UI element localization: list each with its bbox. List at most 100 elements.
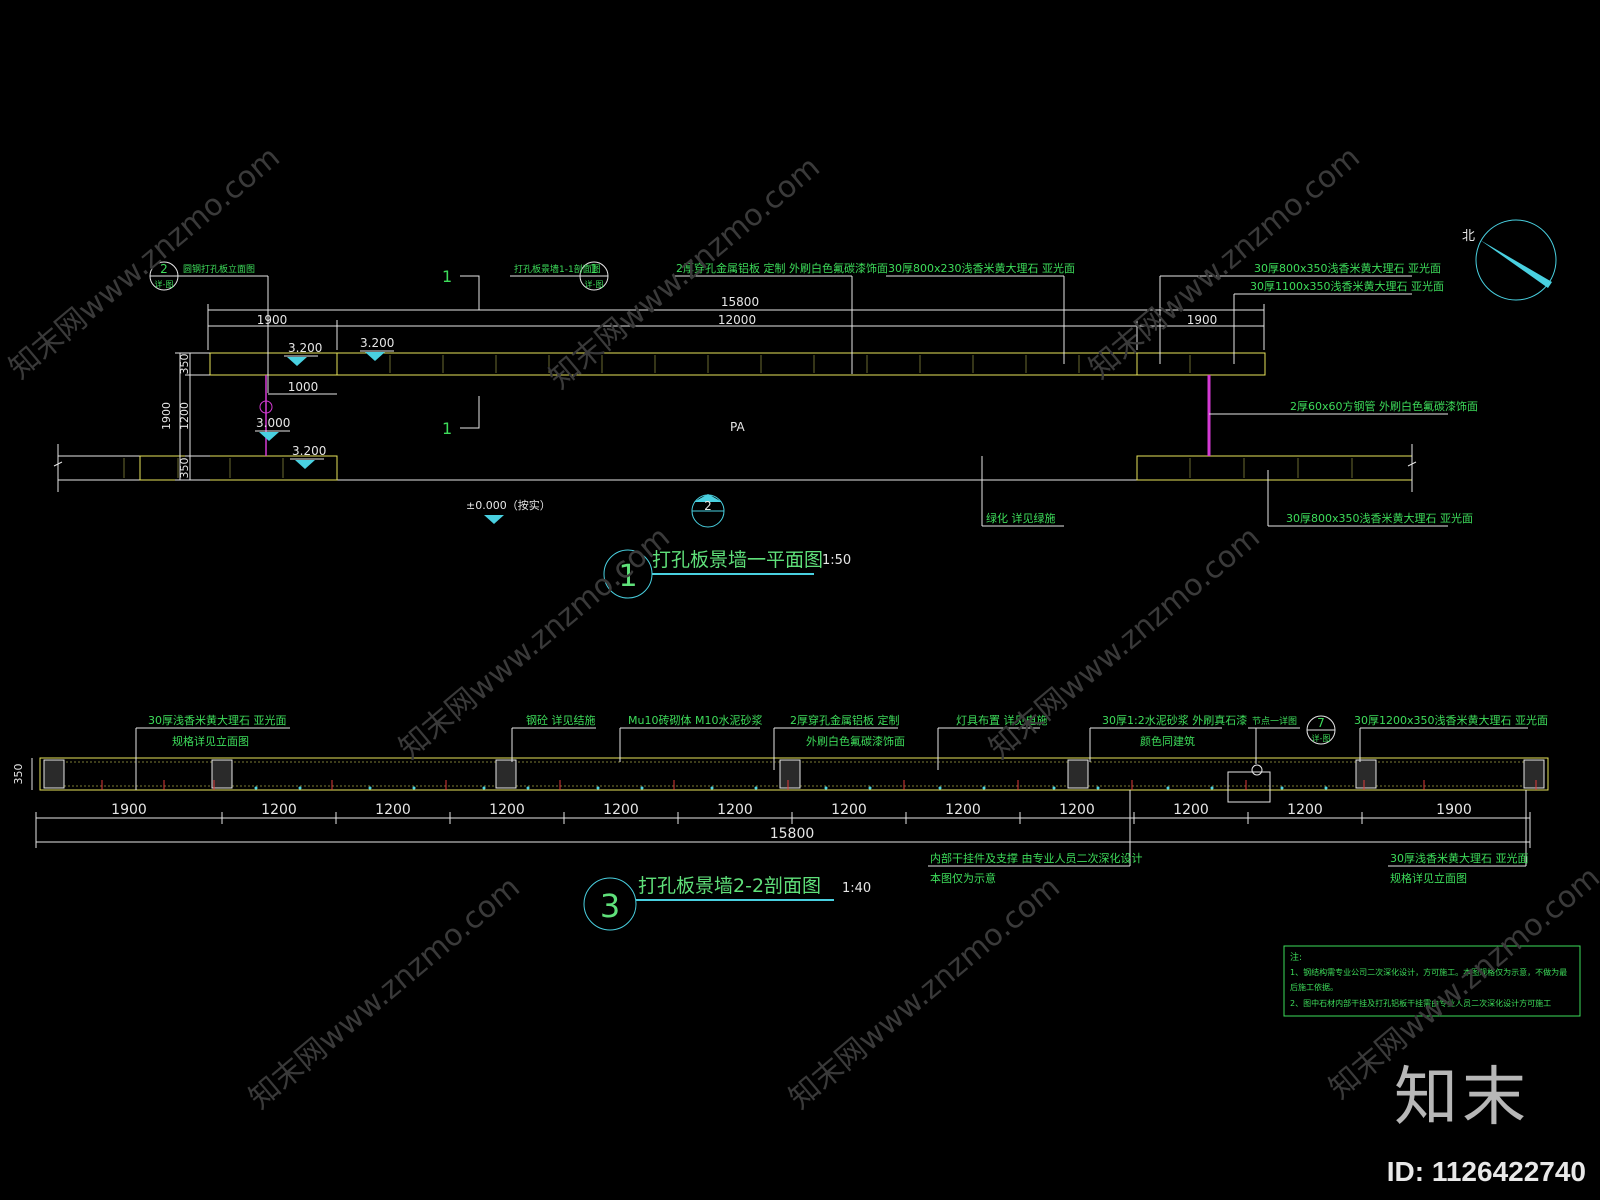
brand-logo: 知末 (1394, 1061, 1530, 1135)
label-hanger: 内部干挂件及支撑 由专业人员二次深化设计 (930, 851, 1143, 865)
section-ref-1: 1 详-图 打孔板景墙1-1剖面图 (510, 261, 609, 291)
detail-ref-num: 2 (160, 262, 168, 276)
dim-inner: 1000 (288, 380, 319, 394)
detail-ref-2: 2 详-图 圆钢打孔板立面图 (149, 261, 269, 393)
level-l4: 3.200 (292, 444, 326, 458)
upper-wall-strip (209, 352, 1266, 376)
seg-dim: 1200 (1173, 802, 1209, 818)
dim-left: 1900 (257, 313, 288, 327)
lower-right-strip (1136, 455, 1413, 481)
seg-dim: 1200 (261, 802, 297, 818)
label-marble-1100x350: 30厚1100x350浅香米黄大理石 亚光面 (1250, 279, 1444, 293)
label-marble-800x350: 30厚800x350浅香米黄大理石 亚光面 (1254, 261, 1441, 275)
section-cut-1-1: 1 1 (442, 267, 480, 438)
seg-dim: 1200 (717, 802, 753, 818)
level-ground: ±0.000（按实） (466, 498, 551, 512)
notes-n1: 1、钢结构需专业公司二次深化设计，方可施工。本图规格仅为示意，不做为最 (1290, 967, 1567, 977)
plan-leaders: 2厚穿孔金属铝板 定制 外刷白色氟碳漆饰面 30厚800x230浅香米黄大理石 … (674, 261, 1478, 527)
image-id: ID: 1126422740 (1386, 1156, 1586, 1187)
pa-label: PA (730, 420, 745, 434)
hanger-marks (101, 780, 1537, 790)
north-arrow: 北 (1462, 219, 1557, 301)
section-cut-top: 1 (442, 267, 452, 286)
notes-n2: 2、图中石材内部干挂及打孔铝板干挂需由专业人员二次深化设计方可施工 (1290, 998, 1551, 1008)
label-marble-right: 30厚浅香米黄大理石 亚光面 (1390, 851, 1529, 865)
label-perforated-sec-sub: 外刷白色氟碳漆饰面 (806, 734, 905, 748)
seg-dim: 1900 (111, 802, 147, 818)
label-greening: 绿化 详见绿施 (986, 511, 1056, 525)
label-mortar-sub: 颜色同建筑 (1140, 734, 1195, 748)
dim-v1900: 1900 (160, 402, 173, 430)
seg-dim: 1200 (1059, 802, 1095, 818)
dim-v350a: 350 (178, 354, 191, 375)
section-labels: 30厚浅香米黄大理石 亚光面 规格详见立面图 钢砼 详见结施 Mu10砖砌体 M… (148, 713, 1548, 885)
level-l1: 3.200 (288, 341, 322, 355)
callout-2: 2 (691, 494, 725, 528)
seg-dim: 1200 (489, 802, 525, 818)
section-view: 350 1900 1200 1200 1200 1200 1200 1200 1… (12, 713, 1549, 931)
dim-total: 15800 (721, 295, 759, 309)
plan-title-text: 打孔板景墙一平面图 (652, 549, 823, 571)
section-ref-sheet: 详-图 (585, 279, 604, 289)
section-height: 350 (12, 764, 25, 785)
label-mu10: Mu10砖砌体 M10水泥砂浆 (628, 713, 762, 727)
callout-7: 7 详-图 (1306, 715, 1336, 745)
section-ref-num: 1 (590, 262, 598, 276)
notes-head: 注: (1290, 951, 1302, 963)
seg-dim: 1900 (1436, 802, 1472, 818)
plan-scale: 1:50 (822, 553, 851, 568)
node-detail-box (1227, 771, 1271, 803)
section-leaders (135, 727, 1528, 867)
label-marble-top: 30厚浅香米黄大理石 亚光面 (148, 713, 287, 727)
label-rebar: 钢砼 详见结施 (526, 713, 596, 727)
plan-view: 15800 1900 12000 1900 (53, 219, 1557, 599)
plan-title-num: 1 (618, 559, 637, 594)
section-scale: 1:40 (842, 881, 871, 896)
section-title: 3 打孔板景墙2-2剖面图 1:40 (583, 875, 871, 931)
label-marble-1200: 30厚1200x350浅香米黄大理石 亚光面 (1354, 713, 1548, 727)
label-hanger-sub: 本图仅为示意 (930, 871, 996, 885)
label-light: 灯具布置 详见电施 (956, 713, 1048, 727)
section-wall (39, 757, 1549, 791)
dim-right: 1900 (1187, 313, 1218, 327)
level-markers: 3.200 3.200 3.000 3.200 ±0.000（按实） (255, 336, 551, 524)
label-perforated: 2厚穿孔金属铝板 定制 外刷白色氟碳漆饰面 (676, 261, 888, 275)
label-steel-tube: 2厚60x60方钢管 外刷白色氟碳漆饰面 (1290, 399, 1478, 413)
section-title-num: 3 (600, 887, 620, 925)
seg-dim: 1200 (375, 802, 411, 818)
label-marble-bottom: 30厚800x350浅香米黄大理石 亚光面 (1286, 511, 1473, 525)
label-mortar: 30厚1:2水泥砂浆 外刷真石漆 (1102, 713, 1247, 727)
seg-dim: 1200 (945, 802, 981, 818)
upper-wall-joints (389, 355, 1191, 373)
section-cut-bottom: 1 (442, 419, 452, 438)
dim-v350b: 350 (178, 458, 191, 479)
section-piers (43, 759, 1545, 789)
north-label: 北 (1462, 229, 1475, 244)
label-perforated-sec: 2厚穿孔金属铝板 定制 (790, 713, 900, 727)
section-total: 15800 (770, 826, 815, 842)
detail-ref-sheet: 详-图 (155, 279, 174, 289)
section-ref-text: 打孔板景墙1-1剖面图 (514, 263, 601, 275)
callout-2-num: 2 (704, 499, 712, 513)
callout-7-sheet: 详-图 (1312, 733, 1331, 743)
label-marble-800x230: 30厚800x230浅香米黄大理石 亚光面 (888, 261, 1075, 275)
seg-dim: 1200 (603, 802, 639, 818)
detail-ref-text: 圆钢打孔板立面图 (183, 263, 255, 275)
dim-middle: 12000 (718, 313, 756, 327)
plan-title: 1 打孔板景墙一平面图 1:50 (603, 549, 851, 599)
label-node: 节点一详图 (1252, 715, 1297, 727)
label-marble-right-sub: 规格详见立面图 (1390, 871, 1467, 885)
label-marble-top-sub: 规格详见立面图 (172, 734, 249, 748)
level-l3: 3.000 (256, 416, 290, 430)
lower-left-strip (139, 455, 338, 481)
light-dots (254, 786, 1328, 790)
notes-n1b: 后施工依据。 (1290, 982, 1338, 992)
level-l2: 3.200 (360, 336, 394, 350)
segment-dims: 1900 1200 1200 1200 1200 1200 1200 1200 … (111, 802, 1472, 818)
callout-7-num: 7 (1317, 716, 1325, 730)
seg-dim: 1200 (1287, 802, 1323, 818)
section-title-text: 打孔板景墙2-2剖面图 (638, 875, 821, 897)
dim-v1200: 1200 (178, 402, 191, 430)
seg-dim: 1200 (831, 802, 867, 818)
